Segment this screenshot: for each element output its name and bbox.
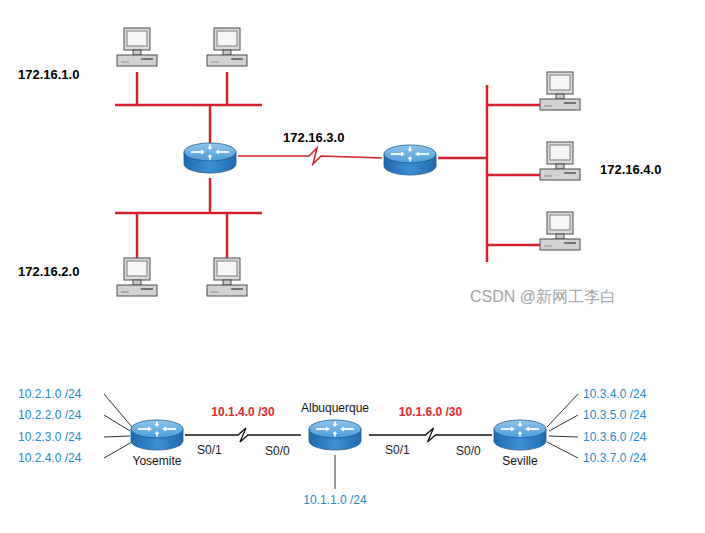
leader-line — [104, 415, 130, 431]
pc-icon — [207, 258, 247, 296]
watermark: CSDN @新网工李白 — [470, 287, 616, 306]
network-label: 172.16.1.0 — [18, 67, 79, 83]
link-subnet-label: 10.1.6.0 /30 — [397, 405, 464, 419]
router-node: Yosemite — [129, 417, 185, 470]
lan-drop — [487, 174, 540, 177]
router-icon — [494, 420, 546, 450]
router-icon — [384, 145, 436, 175]
subnet-label: 10.2.3.0 /24 — [18, 430, 81, 444]
lan-drop — [226, 213, 229, 258]
router-link — [209, 178, 212, 213]
leader-line — [549, 415, 578, 431]
serial-link — [369, 428, 492, 442]
network-label: 172.16.2.0 — [18, 264, 79, 280]
subnet-label: 10.2.4.0 /24 — [18, 451, 81, 465]
interface-label: S0/1 — [197, 443, 222, 457]
subnet-label: 10.1.1.0 /24 — [303, 493, 366, 507]
leader-line — [547, 442, 578, 458]
router-icon — [492, 417, 548, 453]
router-link — [209, 105, 212, 143]
router-link — [438, 157, 487, 160]
interface-label: S0/0 — [265, 444, 290, 458]
subnet-leaders — [104, 394, 578, 489]
leader-line — [104, 442, 132, 458]
router-node: Seville — [492, 417, 548, 470]
router-name: Albuquerque — [301, 400, 369, 417]
router-icon — [184, 143, 236, 173]
interface-label: S0/0 — [456, 444, 481, 458]
subnet-label: 10.3.5.0 /24 — [583, 408, 646, 422]
leader-line — [104, 394, 132, 427]
router-icon — [492, 417, 548, 453]
subnet-label: 10.3.4.0 /24 — [583, 387, 646, 401]
subnet-label: 10.3.7.0 /24 — [583, 451, 646, 465]
pc-icon — [117, 258, 157, 296]
router-name: Seville — [502, 453, 537, 470]
leader-line — [335, 455, 336, 489]
leader-line — [547, 394, 578, 427]
interface-label: S0/1 — [385, 443, 410, 457]
leader-line — [104, 436, 130, 437]
leader-line — [549, 436, 578, 437]
subnet-label: 10.3.6.0 /24 — [583, 430, 646, 444]
subnet-label: 10.2.1.0 /24 — [18, 387, 81, 401]
pc-icon — [117, 28, 157, 66]
pc-icon — [540, 142, 580, 180]
router-icon — [129, 417, 185, 453]
router-icon — [131, 420, 183, 450]
router-icon — [129, 417, 185, 453]
router-icon — [307, 417, 363, 453]
router-icon — [307, 417, 363, 453]
lan-drop — [226, 72, 229, 105]
pc-icon — [540, 72, 580, 110]
lan-bus — [486, 85, 489, 262]
router-node: Albuquerque — [301, 400, 369, 453]
ethernet-bus — [115, 72, 540, 262]
serial-link — [185, 428, 301, 442]
link-subnet-label: 10.1.4.0 /30 — [209, 405, 276, 419]
router-name: Yosemite — [133, 453, 182, 470]
serial-link — [238, 148, 382, 164]
lan-drop — [487, 244, 540, 247]
lan-drop — [136, 213, 139, 258]
router-icon — [309, 420, 361, 450]
network-label: 172.16.4.0 — [600, 162, 661, 178]
subnet-label: 10.2.2.0 /24 — [18, 408, 81, 422]
pc-icon — [540, 212, 580, 250]
pc-icon — [207, 28, 247, 66]
lan-drop — [487, 104, 540, 107]
network-label: 172.16.3.0 — [283, 130, 344, 146]
lan-drop — [136, 72, 139, 105]
